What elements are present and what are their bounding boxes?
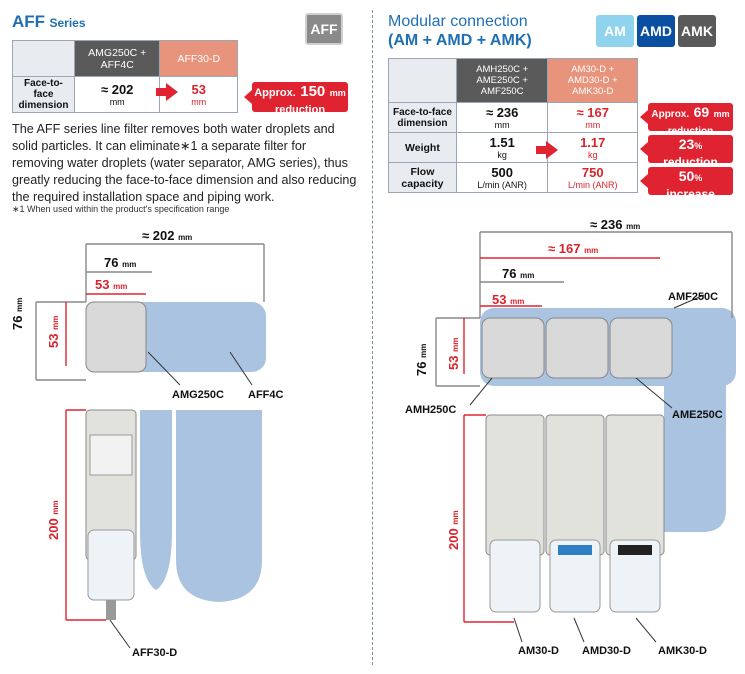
- aff-v2: 53: [191, 82, 206, 97]
- aff30-drain: [106, 600, 116, 620]
- label-amd30-d: AMD30-D: [582, 645, 631, 657]
- modular-col1-header: AMH250C + AME250C + AMF250C: [455, 58, 549, 103]
- am30-top-unit: [481, 317, 545, 379]
- modular-dim-200: 200 mm: [446, 510, 461, 550]
- modular-dim-76w: 76 mm: [502, 266, 535, 281]
- aff-v1: ≈ 202: [100, 82, 134, 97]
- aff-dim-53w: 53 mm: [95, 277, 128, 292]
- label-aff4c: AFF4C: [248, 389, 284, 401]
- aff-title-sub: Series: [49, 16, 86, 30]
- modular-arrow-icon: [536, 141, 558, 159]
- modular-dim-53h: 53 mm: [446, 337, 461, 370]
- aff-spec-table: AMG250C + AFF4C AFF30-D Face-to-face dim…: [12, 40, 238, 113]
- aff-dim-76w: 76 mm: [104, 255, 137, 270]
- label-amg250c: AMG250C: [172, 389, 224, 401]
- modular-title-line2: (AM + AMD + AMK): [388, 32, 532, 49]
- modular-dim-236: ≈ 236 mm: [590, 217, 641, 232]
- modular-tag-dimension: Approx. 69 mm reduction: [648, 103, 733, 137]
- amk30-bowl: [609, 539, 661, 613]
- amf-silhouette: [664, 380, 726, 532]
- aff30-bowl: [87, 529, 135, 601]
- amg-bowl-shadow: [140, 410, 172, 590]
- modular-title-line1: Modular connection: [388, 13, 528, 30]
- modular-dim-167: ≈ 167 mm: [548, 241, 599, 256]
- aff4c-bowl: [176, 410, 262, 602]
- aff-dim-202: ≈ 202 mm: [142, 228, 193, 243]
- amk30-element: [618, 545, 652, 555]
- amk30-body: [605, 414, 665, 556]
- modular-spec-table: AMH250C + AME250C + AMF250C AM30-D + AMD…: [388, 58, 638, 193]
- modular-tag-flow: 50% increase: [648, 167, 733, 200]
- label-amk30-d: AMK30-D: [658, 645, 707, 657]
- label-ame250c: AME250C: [672, 409, 723, 421]
- aff-illustration: [35, 243, 266, 649]
- amk30-top-unit: [609, 317, 673, 379]
- aff-description: The AFF series line filter removes both …: [12, 122, 357, 204]
- aff-badge: AFF: [305, 13, 343, 45]
- amd30-body: [545, 414, 605, 556]
- label-am30-d: AM30-D: [518, 645, 559, 657]
- aff-row-label: Face-to-face dimension: [12, 76, 75, 113]
- am30-bowl: [489, 539, 541, 613]
- aff-dim-76h: 76 mm: [10, 297, 25, 330]
- modular-col2-header: AM30-D + AMD30-D + AMK30-D: [547, 58, 638, 103]
- amd30-top-unit: [545, 317, 609, 379]
- modular-title: Modular connection (AM + AMD + AMK): [388, 12, 532, 50]
- modular-dim-53w: 53 mm: [492, 292, 525, 307]
- aff-reduction-tag: Approx. 150 mm reduction: [252, 82, 348, 116]
- aff-arrow-icon: [156, 83, 178, 101]
- modular-tag-weight: 23% reduction: [648, 135, 733, 168]
- aff30-label-plate: [89, 434, 133, 476]
- aff-title-main: AFF: [12, 12, 46, 31]
- label-amf250c: AMF250C: [668, 291, 719, 303]
- aff-dim-200: 200 mm: [46, 500, 61, 540]
- modular-dim-76h: 76 mm: [414, 343, 429, 376]
- aff-dim-53h: 53 mm: [46, 315, 61, 348]
- amd30-element: [558, 545, 592, 555]
- aff-col2-header: AFF30-D: [159, 40, 238, 77]
- badge-amd: AMD: [637, 15, 675, 47]
- aff30-top-unit: [85, 301, 147, 373]
- label-amh250c: AMH250C: [405, 404, 457, 416]
- aff-title: AFF Series: [12, 12, 86, 32]
- aff-footnote: ∗1 When used within the product's specif…: [12, 204, 230, 214]
- badge-am: AM: [596, 15, 634, 47]
- badge-amk: AMK: [678, 15, 716, 47]
- label-aff30-d: AFF30-D: [132, 647, 178, 659]
- modular-illustration: [435, 231, 736, 643]
- panel-divider: [372, 10, 373, 665]
- am30-body: [485, 414, 545, 556]
- amd30-bowl: [549, 539, 601, 613]
- aff-col1-header: AMG250C + AFF4C: [73, 40, 161, 77]
